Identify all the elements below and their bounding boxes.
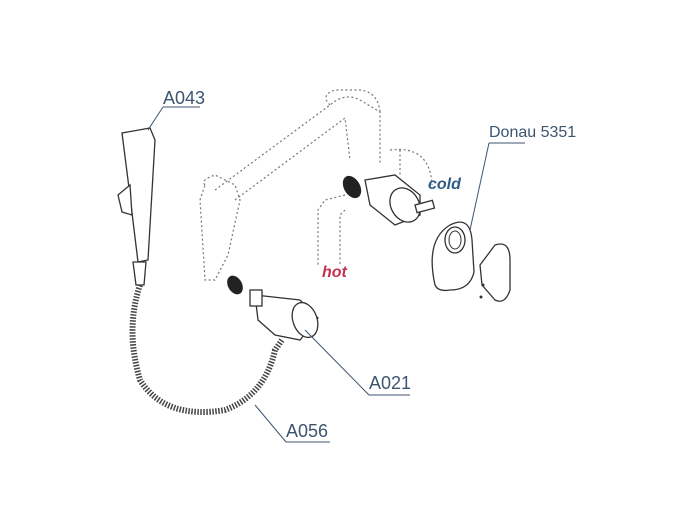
mixer-lever — [479, 243, 511, 302]
label-cold: cold — [428, 176, 461, 193]
mixer-cartridge — [364, 174, 436, 226]
concealed-pipes — [199, 89, 433, 281]
flex-hose — [129, 284, 285, 415]
label-a043: A043 — [163, 88, 206, 108]
wall-outlet — [227, 275, 319, 341]
hot-inlet-cap — [342, 175, 362, 199]
label-hot: hot — [322, 264, 347, 281]
mixer-cover-plate — [431, 221, 475, 292]
label-a021: A021 — [369, 373, 412, 393]
leader-lines — [147, 106, 525, 443]
hand-shower — [117, 127, 156, 286]
label-donau-5351: Donau 5351 — [489, 124, 577, 141]
label-a056: A056 — [286, 421, 329, 441]
